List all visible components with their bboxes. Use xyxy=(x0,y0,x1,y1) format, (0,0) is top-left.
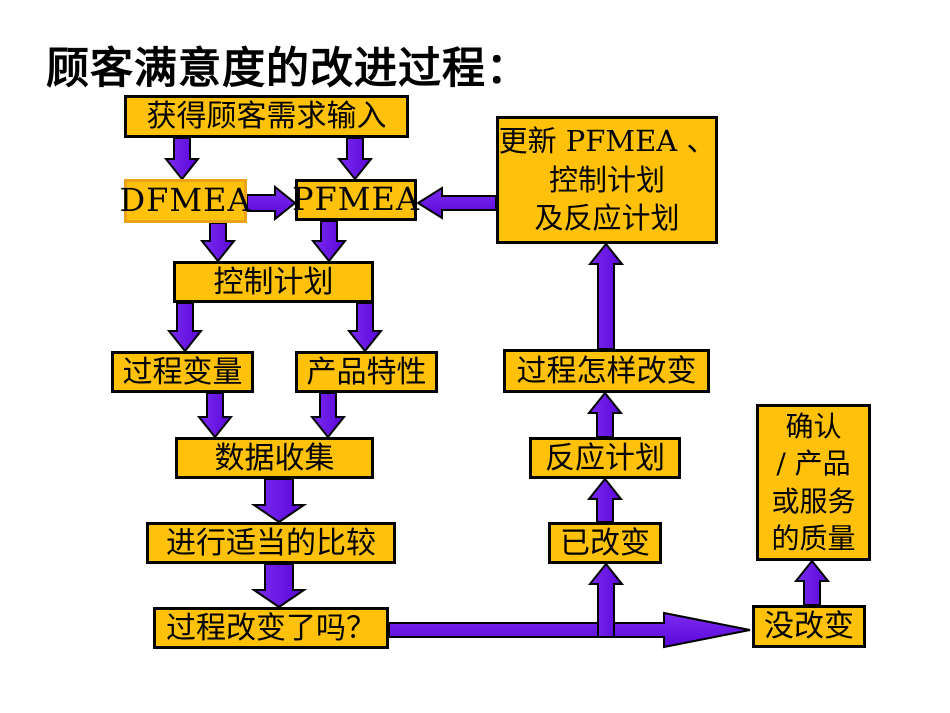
box-product-characteristic: 产品特性 xyxy=(295,351,438,393)
arrow-dfmea-to-control-plan xyxy=(199,222,237,263)
box-label: 过程变量 xyxy=(122,354,243,390)
arrow-pfmea-to-control-plan xyxy=(310,220,348,263)
box-label: 产品特性 xyxy=(306,354,427,390)
arrow-branch-to-changed xyxy=(587,562,625,638)
box-label-line: / 产品 xyxy=(776,447,851,481)
arrow-data-collection-to-comparison xyxy=(250,478,308,524)
box-label: 获得顾客需求输入 xyxy=(146,99,387,134)
box-comparison: 进行适当的比较 xyxy=(146,522,396,564)
box-confirm-quality: 确认 / 产品 或服务 的质量 xyxy=(756,404,871,561)
page-title: 顾客满意度的改进过程： xyxy=(46,44,530,94)
arrow-control-to-product-characteristic xyxy=(346,302,384,353)
arrow-control-to-process-variable xyxy=(166,302,204,353)
arrow-process-variable-to-data-collection xyxy=(196,392,234,439)
box-label: 已改变 xyxy=(560,525,650,561)
box-label-line: 确认 xyxy=(785,410,842,444)
arrow-not-changed-to-confirm xyxy=(793,559,831,606)
box-dfmea: DFMEA xyxy=(119,179,251,223)
arrow-changed-to-reaction-plan xyxy=(586,477,624,523)
arrow-input-to-pfmea xyxy=(336,137,374,181)
box-reaction-plan: 反应计划 xyxy=(529,437,681,479)
box-control-plan: 控制计划 xyxy=(173,261,374,303)
arrow-process-changed-to-not-changed xyxy=(388,611,751,649)
box-label: 过程怎样改变 xyxy=(516,353,697,389)
box-label: 数据收集 xyxy=(214,440,335,476)
arrow-reaction-plan-to-how-changed xyxy=(586,391,624,438)
box-label: PFMEA xyxy=(292,180,420,219)
box-label-line: 控制计划 xyxy=(548,162,665,197)
arrow-update-to-pfmea xyxy=(416,186,497,220)
box-label-line: 更新 PFMEA 、 xyxy=(498,124,716,159)
box-data-collection: 数据收集 xyxy=(175,437,374,479)
box-process-variable: 过程变量 xyxy=(111,351,254,393)
arrow-product-characteristic-to-data-collection xyxy=(309,392,347,439)
box-label-line: 的质量 xyxy=(771,521,856,555)
box-label-line: 或服务 xyxy=(771,484,856,518)
box-obtain-customer-input: 获得顾客需求输入 xyxy=(124,95,409,138)
arrow-comparison-to-process-changed xyxy=(250,563,308,609)
arrow-input-to-dfmea xyxy=(163,137,201,181)
arrow-dfmea-to-pfmea xyxy=(246,184,297,222)
box-label: 进行适当的比较 xyxy=(166,525,376,561)
box-update-pfmea-control-reaction: 更新 PFMEA 、 控制计划 及反应计划 xyxy=(496,116,718,244)
box-not-changed: 没改变 xyxy=(752,605,866,648)
box-label: 控制计划 xyxy=(213,264,334,300)
box-label: 没改变 xyxy=(764,609,854,644)
box-pfmea: PFMEA xyxy=(292,179,420,221)
arrow-how-changed-to-update xyxy=(587,242,625,350)
box-process-changed-question: 过程改变了吗？ xyxy=(153,607,389,649)
box-how-process-changed: 过程怎样改变 xyxy=(503,349,710,393)
box-label: 过程改变了吗？ xyxy=(166,610,376,646)
box-changed: 已改变 xyxy=(548,522,662,564)
box-label-line: 及反应计划 xyxy=(534,201,680,236)
box-label: 反应计划 xyxy=(545,440,665,476)
box-label: DFMEA xyxy=(119,181,252,220)
